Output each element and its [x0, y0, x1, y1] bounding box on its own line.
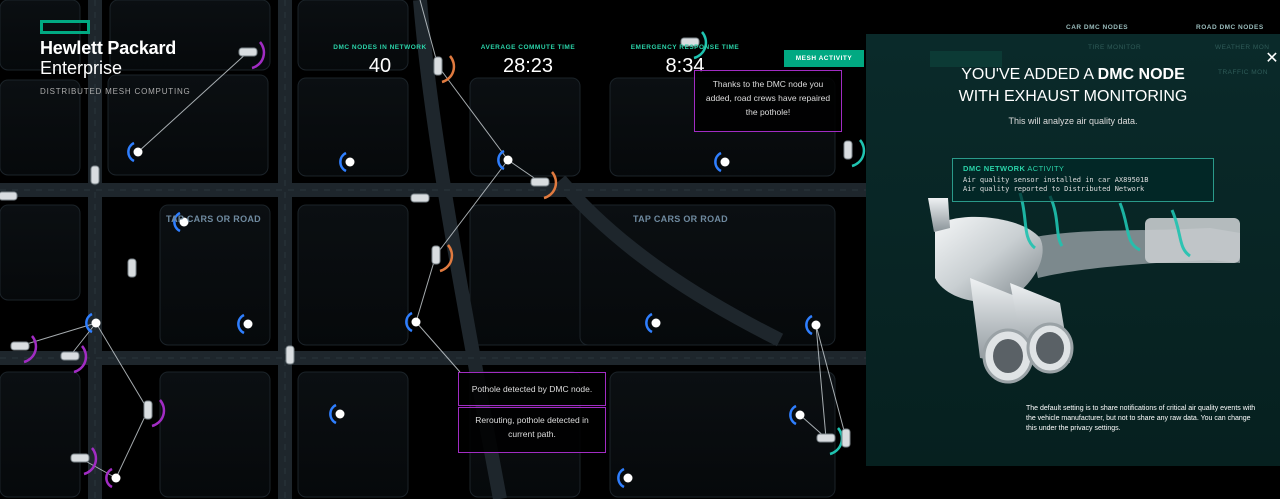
car-icon: [90, 165, 100, 185]
nav-car-dmc-nodes[interactable]: CAR DMC NODES: [1066, 24, 1129, 31]
node-ring-icon: [105, 467, 113, 489]
city-blocks: [0, 0, 836, 498]
node-ring-icon: [497, 149, 505, 171]
dmc-node-dot: [651, 318, 661, 328]
car-icon: [433, 56, 443, 76]
activity-title: DMC NETWORK ACTIVITY: [963, 164, 1203, 173]
car-icon: [60, 351, 80, 361]
dmc-node-dot: [811, 320, 821, 330]
panel-intro: This will analyze air quality data.: [1008, 116, 1138, 126]
brand: Hewlett Packard Enterprise DISTRIBUTED M…: [40, 20, 191, 96]
close-panel-button[interactable]: ✕: [1265, 50, 1279, 67]
cars[interactable]: [0, 31, 866, 476]
dmc-node-dot: [243, 319, 253, 329]
activity-title-bold: DMC NETWORK: [963, 164, 1026, 173]
nav-road-dmc-nodes[interactable]: ROAD DMC NODES: [1196, 24, 1264, 31]
car-icon: [530, 177, 550, 187]
stat-value: 40: [368, 55, 392, 77]
nav-weather-monitor[interactable]: WEATHER MON: [1215, 44, 1270, 51]
car-ring-icon: [23, 335, 38, 364]
car-ring-icon: [83, 447, 98, 476]
stat-label: DMC NODES IN NETWORK: [333, 44, 427, 51]
car-ring-icon: [73, 345, 88, 374]
car-icon: [285, 345, 295, 365]
tap-label: TAP CARS OR ROAD: [166, 214, 261, 224]
dmc-node-dot: [503, 155, 513, 165]
car-ring-icon: [851, 139, 866, 168]
dmc-node-dot: [345, 157, 355, 167]
car-icon: [843, 140, 853, 160]
node-ring-icon: [329, 403, 337, 425]
car-icon: [143, 400, 153, 420]
stat-nodes: DMC NODES IN NETWORK 40: [315, 44, 445, 78]
dmc-network-activity: DMC NETWORK ACTIVITY Air quality sensor …: [952, 158, 1214, 202]
node-ring-icon: [617, 467, 625, 489]
brand-name: Hewlett Packard: [40, 38, 177, 58]
mesh-activity-button[interactable]: MESH ACTIVITY: [784, 50, 864, 67]
activity-line: Air quality sensor installed in car AX89…: [963, 176, 1149, 184]
dmc-nodes[interactable]: [85, 141, 821, 489]
car-icon: [10, 341, 30, 351]
pothole-callout: Pothole detected by DMC node.: [458, 372, 606, 406]
node-ring-icon: [405, 311, 413, 333]
car-icon: [238, 47, 258, 57]
dmc-node-dot: [133, 147, 143, 157]
dmc-node-dot: [720, 157, 730, 167]
car-icon: [816, 433, 836, 443]
stat-value: 28:23: [502, 55, 554, 77]
hpe-logo-icon: [40, 20, 90, 34]
node-ring-icon: [173, 211, 181, 233]
activity-line: Air quality reported to Distributed Netw…: [963, 185, 1145, 193]
car-icon: [841, 428, 851, 448]
car-icon: [127, 258, 137, 278]
exhaust-muffler-image: [928, 192, 1240, 384]
car-ring-icon: [543, 171, 558, 200]
title-line2: WITH EXHAUST MONITORING: [958, 88, 1188, 105]
nav-tire-monitor[interactable]: TIRE MONITOR: [1088, 44, 1142, 51]
node-ring-icon: [789, 404, 797, 426]
dmc-node-dot: [795, 410, 805, 420]
car-ring-icon: [251, 41, 266, 70]
panel-title: YOU'VE ADDED A DMC NODE WITH EXHAUST MON…: [866, 64, 1280, 108]
activity-title-rest: ACTIVITY: [1025, 164, 1065, 173]
brand-tagline: DISTRIBUTED MESH COMPUTING: [40, 87, 191, 96]
node-ring-icon: [714, 151, 722, 173]
stat-label: EMERGENCY RESPONSE TIME: [630, 44, 740, 51]
car-icon: [70, 453, 90, 463]
nav-traffic-monitor[interactable]: TRAFFIC MON: [1218, 69, 1268, 76]
dmc-node-dot: [111, 473, 121, 483]
title-bold: DMC NODE: [1097, 66, 1185, 83]
dmc-node-dot: [411, 317, 421, 327]
car-ring-icon: [439, 244, 454, 273]
tap-label: TAP CARS OR ROAD: [633, 214, 728, 224]
node-ring-icon: [339, 151, 347, 173]
node-ring-icon: [645, 312, 653, 334]
dmc-node-dot: [335, 409, 345, 419]
brand-sub: Enterprise: [40, 58, 123, 78]
dmc-node-dot: [91, 318, 101, 328]
car-icon: [0, 191, 18, 201]
node-ring-icon: [127, 141, 135, 163]
car-ring-icon: [151, 399, 166, 428]
rerouting-callout: Rerouting, pothole detected in current p…: [458, 407, 606, 453]
dmc-node-dot: [179, 217, 189, 227]
node-ring-icon: [237, 313, 245, 335]
node-ring-icon: [85, 312, 93, 334]
car-icon: [410, 193, 430, 203]
stat-commute: AVERAGE COMMUTE TIME 28:23: [463, 44, 593, 78]
privacy-disclaimer: The default setting is to share notifica…: [1026, 405, 1256, 432]
car-icon: [431, 245, 441, 265]
title-prefix: YOU'VE ADDED A: [961, 66, 1098, 83]
node-ring-icon: [805, 314, 813, 336]
dmc-node-dot: [623, 473, 633, 483]
stat-label: AVERAGE COMMUTE TIME: [480, 44, 576, 51]
road-crew-callout: Thanks to the DMC node you added, road c…: [694, 70, 842, 132]
car-icon: [680, 37, 700, 47]
panel-tab-placeholder[interactable]: [930, 51, 1002, 67]
car-ring-icon: [441, 55, 456, 84]
car-ring-icon: [693, 31, 708, 60]
car-ring-icon: [829, 427, 844, 456]
